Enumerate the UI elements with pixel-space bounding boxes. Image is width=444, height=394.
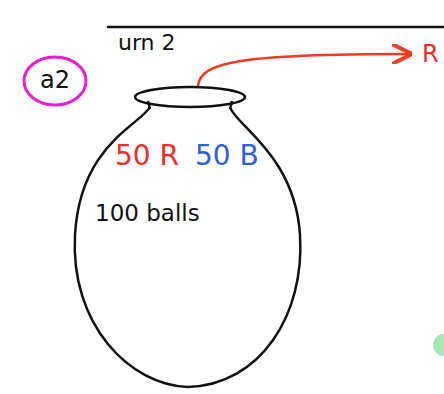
circled-label: a2 — [22, 55, 88, 107]
circle-outline — [24, 57, 86, 105]
text-slot: 100 balls — [95, 200, 200, 226]
urn-neck — [148, 101, 232, 109]
text-slot: a2 — [40, 67, 70, 95]
question-number: a2 — [40, 67, 70, 95]
ball-count: 50 B — [195, 140, 259, 172]
pointer-arrow — [198, 54, 408, 86]
urn-shape: 50 R 50 B 100 balls — [70, 85, 305, 390]
ball-count: 100 balls — [95, 200, 200, 226]
green-dot — [433, 334, 444, 356]
ball-color-label: R — [422, 40, 439, 68]
urn-body — [75, 107, 301, 387]
urn-lid — [135, 87, 245, 107]
urn-outline — [70, 85, 305, 390]
text-slot: 50 B — [195, 140, 259, 172]
ball-count: 50 R — [115, 140, 179, 172]
rule-line — [108, 26, 444, 29]
urn-title: urn 2 — [118, 30, 176, 55]
text-slot: 50 R — [115, 140, 179, 172]
